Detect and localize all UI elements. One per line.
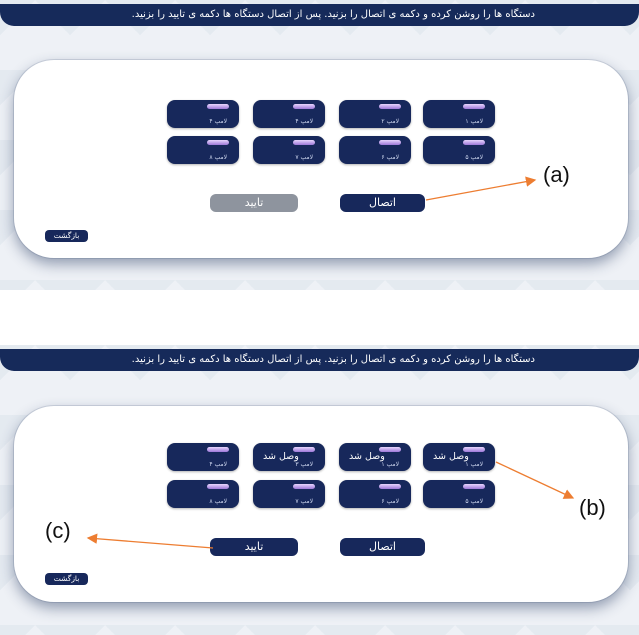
device-tile[interactable]: لامپ ۵	[423, 480, 495, 508]
device-panel: لامپ ۱ لامپ ۲ لامپ ۴ لامپ ۴ لامپ ۵ لامپ …	[14, 60, 628, 258]
device-label: لامپ ۱	[465, 461, 483, 468]
device-indicator-icon	[379, 140, 401, 145]
device-label: لامپ ۶	[381, 498, 399, 505]
device-indicator-icon	[207, 104, 229, 109]
device-tile[interactable]: لامپ ۱	[423, 100, 495, 128]
arrow-b	[495, 461, 575, 499]
device-indicator-icon	[293, 140, 315, 145]
device-label: لامپ ۷	[295, 498, 313, 505]
device-label: لامپ ۴	[209, 118, 227, 125]
device-tile[interactable]: لامپ ۶	[339, 136, 411, 164]
connect-button[interactable]: اتصال	[340, 538, 425, 556]
screen-after-connect: دستگاه ها را روشن کرده و دکمه ی اتصال را…	[0, 345, 639, 635]
device-label: لامپ ۴	[209, 461, 227, 468]
connected-status: وصل شد	[433, 451, 469, 462]
annotation-a: (a)	[543, 162, 570, 187]
connected-status: وصل شد	[349, 451, 385, 462]
device-tile[interactable]: لامپ ۴	[167, 443, 239, 471]
confirm-button[interactable]: تایید	[210, 194, 298, 212]
device-indicator-icon	[207, 484, 229, 489]
device-indicator-icon	[293, 104, 315, 109]
arrow-c	[86, 533, 214, 549]
instruction-bar: دستگاه ها را روشن کرده و دکمه ی اتصال را…	[0, 349, 639, 371]
device-tile[interactable]: لامپ ۲	[339, 100, 411, 128]
device-tile[interactable]: لامپ ۷	[253, 480, 325, 508]
device-indicator-icon	[463, 447, 485, 452]
device-label: لامپ ۴	[295, 118, 313, 125]
device-label: لامپ ۳	[295, 461, 313, 468]
device-tile[interactable]: لامپ ۶	[339, 480, 411, 508]
device-tile[interactable]: لامپ ۷	[253, 136, 325, 164]
device-indicator-icon	[293, 484, 315, 489]
device-indicator-icon	[379, 484, 401, 489]
device-tile[interactable]: لامپ ۴	[253, 100, 325, 128]
device-tile[interactable]: لامپ ۱ وصل شد	[339, 443, 411, 471]
device-indicator-icon	[293, 447, 315, 452]
device-indicator-icon	[463, 484, 485, 489]
device-label: لامپ ۱	[465, 118, 483, 125]
confirm-button[interactable]: تایید	[210, 538, 298, 556]
annotation-c: (c)	[45, 518, 71, 543]
device-tile[interactable]: لامپ ۸	[167, 136, 239, 164]
device-indicator-icon	[379, 447, 401, 452]
device-label: لامپ ۵	[465, 498, 483, 505]
arrow-a	[425, 176, 537, 201]
annotation-b: (b)	[579, 495, 606, 520]
back-button[interactable]: بازگشت	[45, 230, 88, 242]
device-indicator-icon	[207, 447, 229, 452]
device-tile[interactable]: لامپ ۸	[167, 480, 239, 508]
device-indicator-icon	[379, 104, 401, 109]
device-indicator-icon	[463, 104, 485, 109]
device-label: لامپ ۶	[381, 154, 399, 161]
device-label: لامپ ۸	[209, 498, 227, 505]
device-panel: لامپ ۱ وصل شد لامپ ۱ وصل شد لامپ ۳ وصل ش…	[14, 406, 628, 602]
screen-before-connect: دستگاه ها را روشن کرده و دکمه ی اتصال را…	[0, 0, 639, 290]
device-tile[interactable]: لامپ ۱ وصل شد	[423, 443, 495, 471]
device-label: لامپ ۵	[465, 154, 483, 161]
device-label: لامپ ۷	[295, 154, 313, 161]
device-tile[interactable]: لامپ ۴	[167, 100, 239, 128]
device-tile[interactable]: لامپ ۳ وصل شد	[253, 443, 325, 471]
back-button[interactable]: بازگشت	[45, 573, 88, 585]
connect-button[interactable]: اتصال	[340, 194, 425, 212]
instruction-bar: دستگاه ها را روشن کرده و دکمه ی اتصال را…	[0, 4, 639, 26]
device-tile[interactable]: لامپ ۵	[423, 136, 495, 164]
device-indicator-icon	[463, 140, 485, 145]
device-indicator-icon	[207, 140, 229, 145]
device-label: لامپ ۲	[381, 118, 399, 125]
connected-status: وصل شد	[263, 451, 299, 462]
device-label: لامپ ۸	[209, 154, 227, 161]
device-label: لامپ ۱	[381, 461, 399, 468]
